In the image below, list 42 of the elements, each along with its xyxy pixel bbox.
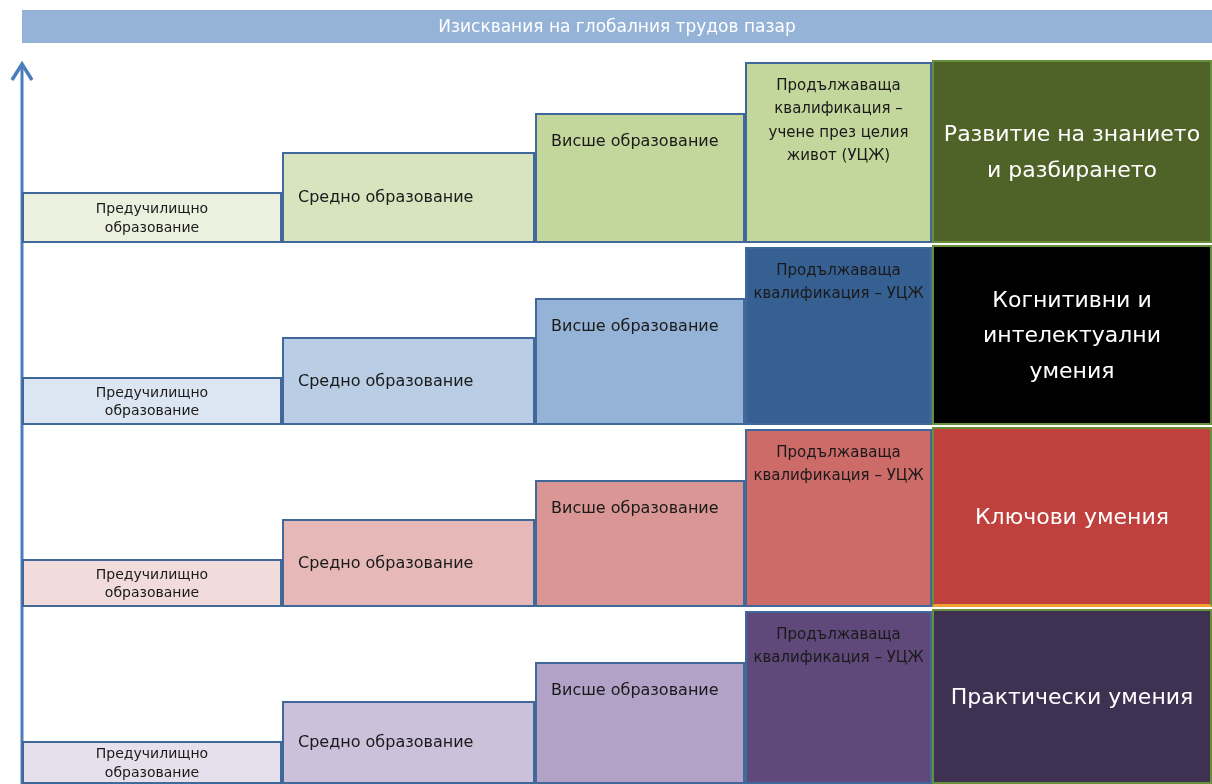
skill-panel (932, 427, 1212, 607)
step-label: Предучилищно образование (94, 382, 210, 420)
step-label: Средно образование (298, 731, 474, 754)
step-label: Когнитивни и интелектуални умения (982, 286, 1162, 385)
education-step (282, 337, 535, 425)
step-label: Предучилищно образование (94, 199, 210, 236)
skill-panel (932, 609, 1212, 784)
education-step (22, 741, 282, 784)
education-step (22, 377, 282, 425)
education-step (282, 519, 535, 607)
step-label: Висше образование (551, 130, 719, 152)
step-label: Продължаваща квалификация – УЦЖ (753, 260, 924, 305)
education-step (745, 247, 932, 425)
header-text: Изисквания на глобалния трудов пазар (438, 15, 796, 39)
skill-panel (932, 245, 1212, 425)
step-label: Практически умения (950, 682, 1194, 711)
education-step (282, 701, 535, 784)
step-label: Средно образование (298, 369, 474, 392)
step-label: Средно образование (298, 551, 474, 574)
education-step (745, 611, 932, 784)
step-label: Развитие на знанието и разбирането (942, 120, 1202, 184)
education-step (22, 559, 282, 607)
step-label: Висше образование (551, 315, 719, 337)
step-label: Продължаваща квалификация – УЦЖ (753, 442, 924, 487)
education-step (745, 429, 932, 607)
step-label: Предучилищно образование (94, 564, 210, 602)
step-label: Средно образование (298, 186, 474, 209)
skill-panel (932, 60, 1212, 243)
step-label: Продължаваща квалификация – УЦЖ (753, 624, 924, 669)
step-label: Висше образование (551, 679, 719, 701)
education-step (535, 480, 745, 607)
education-step (535, 113, 745, 243)
education-step (745, 62, 932, 243)
step-label: Ключови умения (975, 502, 1169, 531)
education-step (22, 192, 282, 243)
step-label: Продължаваща квалификация – учене през целия живот (УЦЖ) (767, 75, 910, 166)
education-step (535, 662, 745, 784)
header-bar (22, 10, 1212, 43)
education-step (282, 152, 535, 243)
step-label: Висше образование (551, 497, 719, 519)
education-step (535, 298, 745, 425)
step-label: Предучилищно образование (94, 744, 210, 781)
